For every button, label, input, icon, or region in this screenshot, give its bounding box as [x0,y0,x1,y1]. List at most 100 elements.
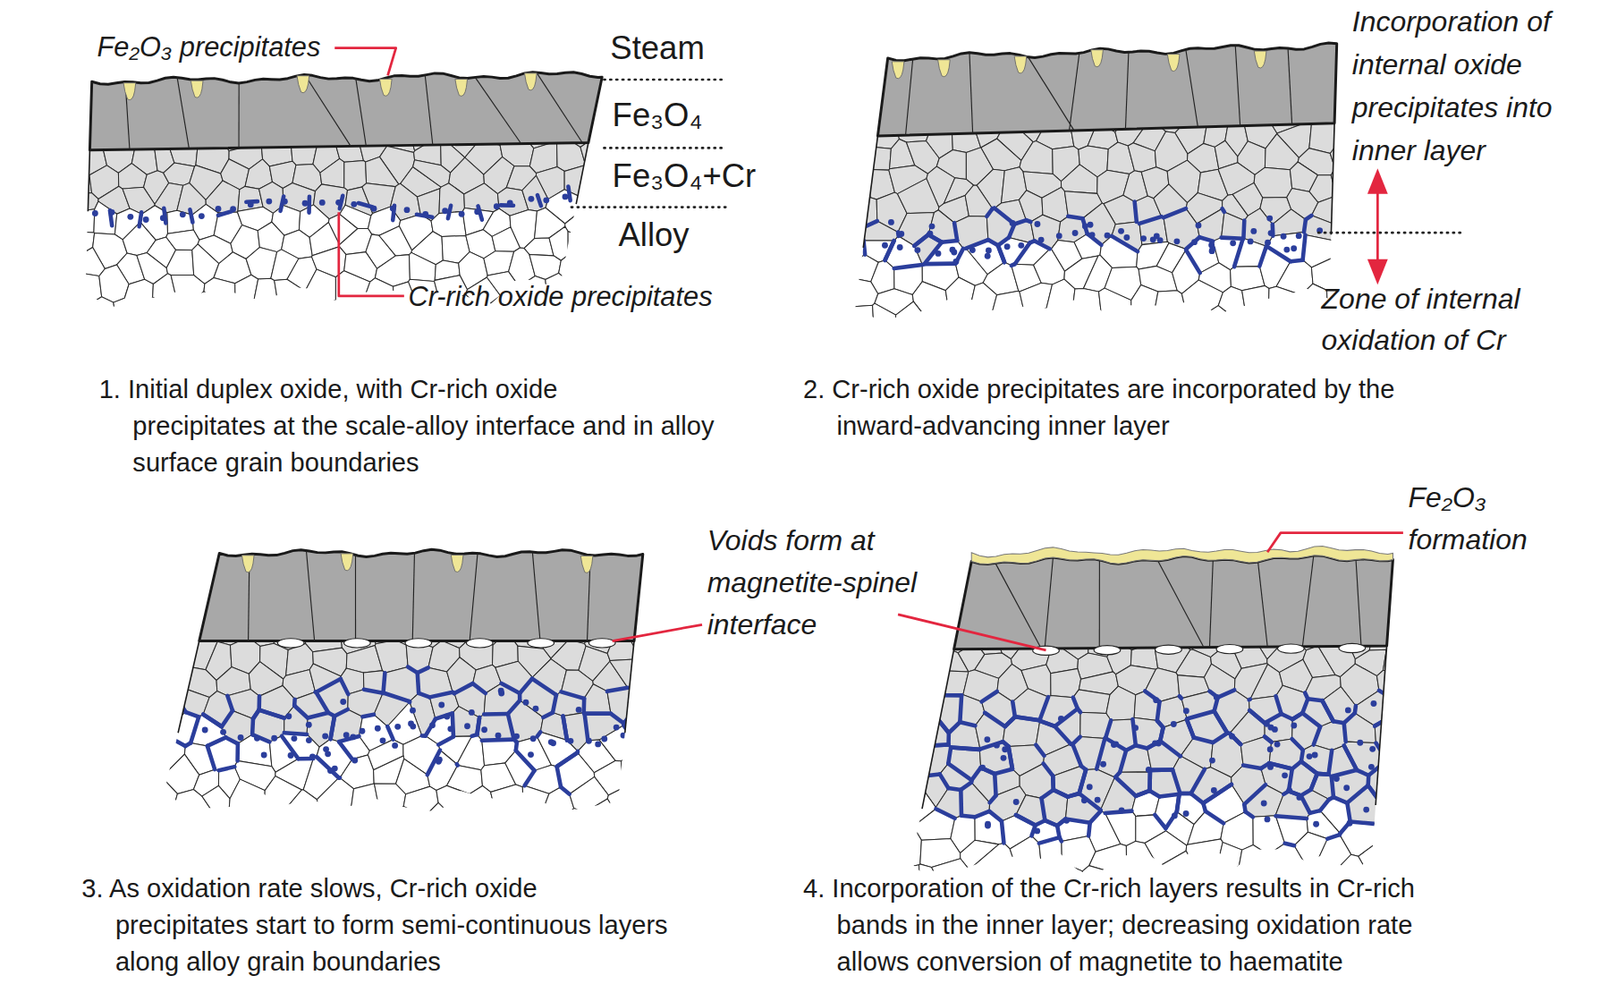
cr-oxide-layer [316,756,339,778]
grain-cell [522,785,550,814]
void [1155,644,1183,654]
cr-oxide-layer [865,220,878,227]
cr-oxide-precipitate [1171,812,1178,820]
columnar-grain-boundary [1302,555,1313,647]
grain-cell [465,312,497,339]
cr-oxide-layer [1301,761,1318,774]
grain-cell [902,699,937,733]
cr-oxide-layer [1344,722,1347,742]
cr-oxide-precipitate [1183,707,1190,714]
grain-cell [1159,305,1202,344]
grain-cell [364,278,395,310]
grain-cell [970,282,997,316]
grain-cell [839,276,878,307]
cr-oxide-layer [1214,711,1228,733]
grain-cell [224,317,254,339]
boundary-dotted-line [571,205,727,209]
cr-oxide-layer [1159,794,1179,797]
grain-cell [1405,772,1428,801]
callout-label: Voids form at magnetite-spinel interface [707,519,917,645]
grain-cell [44,238,66,266]
cr-oxide-precipitate [1312,821,1320,828]
grain-cell [405,321,436,340]
cr-oxide-layer [1397,744,1421,751]
cr-oxide-precipitate [983,736,991,743]
cr-oxide-layer [903,769,917,771]
step-caption: 4. Incorporation of the Cr-rich layers r… [803,869,1415,980]
cr-oxide-precipitate [550,739,557,746]
grain-cell [870,766,887,805]
cr-oxide-layer [507,713,515,740]
cr-oxide-layer [507,700,520,714]
cr-oxide-layer [252,734,270,742]
grain-cell [1185,838,1223,866]
cr-oxide-layer [1115,777,1136,796]
cr-oxide-layer [610,713,624,724]
cr-oxide-layer [980,741,1003,749]
grain-cell [44,158,61,192]
arrow-head [1367,168,1389,195]
grain-cell [1125,326,1160,355]
cr-oxide-precipitate [1295,794,1303,801]
cr-oxide-layer [121,677,132,691]
cr-oxide-layer [1054,708,1078,727]
cr-oxide-layer [870,695,879,698]
grain-cell [72,272,102,305]
grain-cell [621,750,648,790]
cr-oxide-precipitate [926,230,933,238]
grain-cell [366,303,398,330]
grain-cell [813,214,847,248]
grain-cell [1157,334,1189,354]
grain-cell [137,779,178,821]
cr-oxide-layer [1067,216,1083,220]
cr-oxide-precipitate [409,707,416,714]
cr-oxide-layer [984,712,1006,727]
grain-cell [1065,793,1101,823]
cr-oxide-layer [259,710,285,719]
columnar-grain-boundary [1125,51,1128,129]
cr-oxide-layer [139,211,143,227]
haematite-precipitate [450,554,464,572]
grain-cell [203,278,236,309]
cr-oxide-layer [438,736,454,745]
layer-label: Steam [609,27,705,69]
cr-oxide-precipitate [1369,745,1376,753]
grain-cell [885,634,920,657]
cr-oxide-layer [935,808,955,819]
grain-cell [373,783,406,812]
grain-cell [667,643,676,667]
cr-oxide-layer [567,186,570,202]
grain-cell [1397,662,1428,701]
grain-cell [965,185,993,217]
callout-label: Fe₂O₃ precipitates [96,26,321,68]
cr-oxide-layer [537,194,542,206]
grain-cell [101,324,122,340]
cr-oxide-precipitate [438,702,445,709]
cr-oxide-layer [982,691,998,702]
grain-cell [1344,712,1377,743]
cr-oxide-layer [902,707,910,732]
grain-cell [974,712,1005,750]
cr-oxide-layer [1139,216,1162,224]
cr-oxide-precipitate [380,736,387,744]
grain-cell [44,287,61,331]
grain-cell [1406,837,1428,871]
cr-oxide-layer [1179,791,1191,796]
cr-oxide-precipitate [1345,706,1352,713]
cr-oxide-precipitate [143,216,150,223]
cr-oxide-layer [894,264,923,269]
cr-oxide-layer [912,697,936,703]
grain-cell [124,279,153,305]
cr-oxide-layer [1321,700,1333,721]
cr-oxide-layer [207,736,227,746]
step-caption: 1. Initial duplex oxide, with Cr-rich ox… [99,370,715,481]
cr-oxide-layer [1202,784,1232,804]
grain-cell [44,321,83,340]
columnar-grain-boundary [177,76,189,149]
cr-oxide-layer [1229,733,1241,745]
grain-cell [247,304,277,331]
cr-oxide-precipitate [468,709,475,716]
void [344,638,372,648]
cr-oxide-layer [1405,772,1428,778]
cr-oxide-layer [1050,775,1056,789]
